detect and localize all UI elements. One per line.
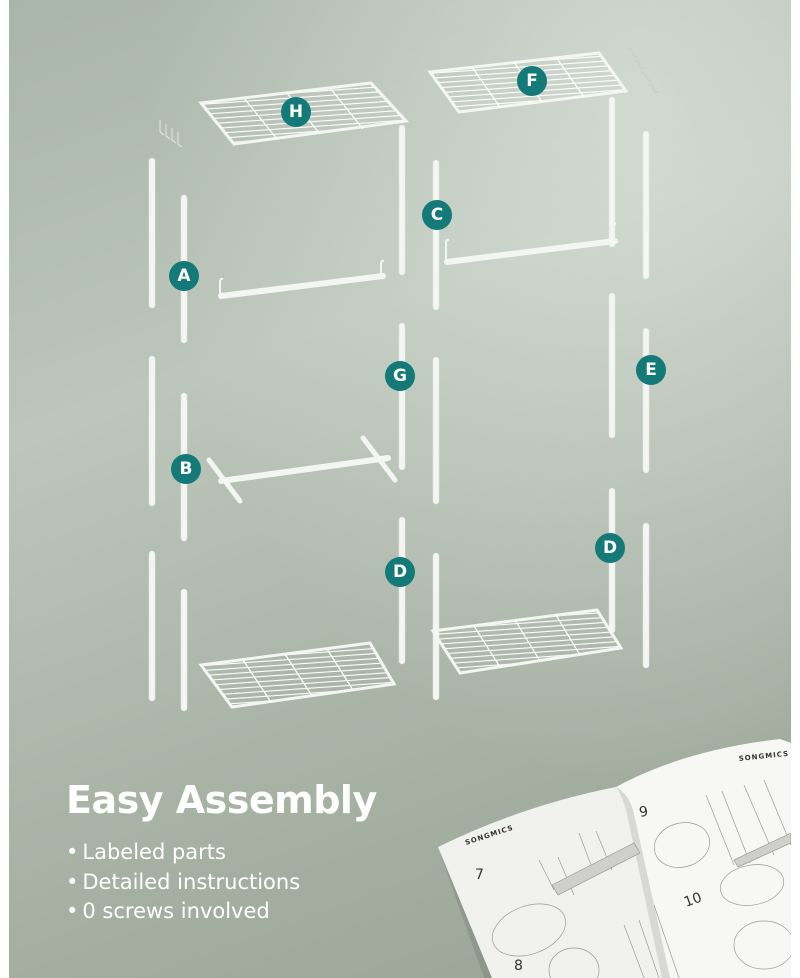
- feature-list: Labeled parts Detailed instructions 0 sc…: [66, 838, 300, 927]
- feature-item: 0 screws involved: [66, 897, 300, 927]
- clothes-rail-b: [206, 435, 398, 504]
- pole-right-outer: [642, 130, 650, 669]
- pole-center-left: [398, 124, 406, 665]
- part-label-g: G: [385, 361, 415, 391]
- s-hooks-left: [159, 120, 183, 148]
- feature-item: Labeled parts: [66, 838, 300, 868]
- pole-center-right: [432, 159, 440, 701]
- part-label-f: F: [517, 66, 547, 96]
- hanging-rod-c: [444, 222, 618, 265]
- part-label-d-right: D: [595, 533, 625, 563]
- part-label-d-left: D: [385, 557, 415, 587]
- feature-item: Detailed instructions: [66, 868, 300, 898]
- instruction-illustrations: [492, 779, 791, 978]
- part-label-b: B: [171, 454, 201, 484]
- hanging-rod-a: [218, 259, 386, 299]
- step-8: 8: [514, 958, 523, 974]
- part-label-c: C: [422, 200, 452, 230]
- product-feature-image: H F A C G E B D D Easy Assembly Labeled …: [9, 0, 791, 978]
- step-7: 7: [475, 867, 484, 883]
- exploded-assembly-diagram: [148, 47, 660, 712]
- part-label-a: A: [169, 261, 199, 291]
- s-hooks-right: [626, 47, 660, 94]
- pole-left-outer: [148, 157, 156, 702]
- headline: Easy Assembly: [66, 778, 377, 822]
- part-label-h: H: [281, 97, 311, 127]
- step-9: 9: [638, 804, 650, 821]
- wire-shelf-bottom-right: [430, 608, 624, 675]
- wire-shelf-bottom-left: [198, 641, 397, 709]
- instruction-manual-image: SONGMICS SONGMICS 7 8 9 10: [438, 739, 791, 978]
- part-label-e: E: [636, 355, 666, 385]
- step-10: 10: [682, 890, 704, 911]
